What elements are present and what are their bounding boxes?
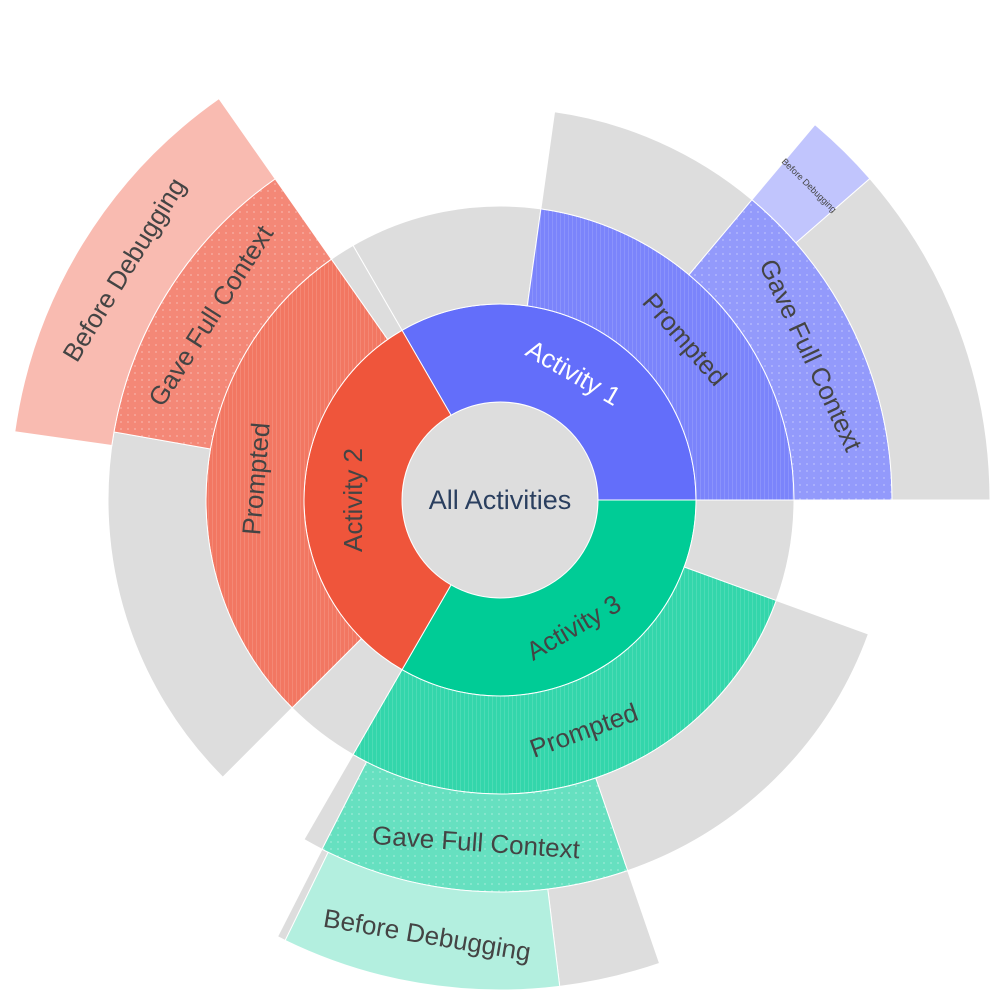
activity-2-before-debugging-segment[interactable] (14, 97, 276, 447)
activity-1-before-debugging-segment[interactable] (751, 123, 871, 244)
activity-3-before-debugging-segment[interactable] (284, 851, 561, 991)
root-label: All Activities (429, 485, 572, 515)
activity-3-before-debugging-remainder-b[interactable] (547, 870, 661, 987)
activity-3-gave-full-context-remainder-b[interactable] (595, 599, 870, 872)
activity-2-label: Activity 2 (338, 448, 368, 552)
activity-2-gave-full-context-remainder-b[interactable] (107, 431, 293, 778)
